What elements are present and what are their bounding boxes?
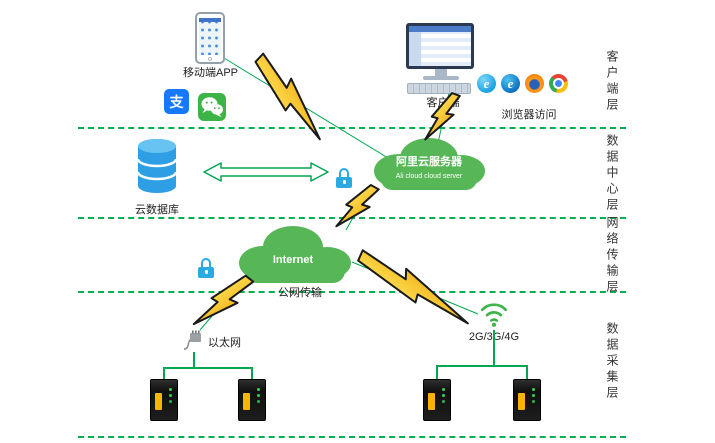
ali-cloud-server: 阿里云服务器 Ali cloud cloud server: [365, 133, 493, 200]
tree-line: [163, 367, 253, 369]
keyboard-icon: [407, 83, 471, 94]
desktop-computer-icon: [406, 23, 476, 95]
monitor-base: [423, 76, 459, 80]
internet-cloud: Internet: [231, 221, 359, 292]
device-icon: [423, 379, 451, 421]
smartphone-icon: [195, 12, 225, 64]
lock-icon-network: [198, 258, 214, 278]
browser-icons: e e: [477, 74, 568, 93]
lock-shackle: [201, 258, 211, 269]
lock-shackle: [339, 168, 349, 179]
lightning-bolt-cellular: [349, 247, 481, 328]
monitor-stand: [435, 69, 447, 76]
layer-label-datacenter: 数据中心层: [605, 134, 619, 214]
ali-cloud-subtitle: Ali cloud cloud server: [396, 173, 463, 180]
cloud-db-label: 云数据库: [135, 204, 179, 216]
device-icon: [513, 379, 541, 421]
monitor: [406, 23, 474, 69]
tree-line: [493, 330, 495, 365]
chrome-hub: [553, 78, 564, 89]
cloud-database-icon: [134, 136, 180, 201]
sync-double-arrow: [202, 161, 330, 188]
monitor-screen: [409, 26, 471, 66]
internet-title: Internet: [273, 254, 314, 266]
ie-glyph: e: [483, 76, 490, 91]
lightning-bolt-mobile: [243, 51, 340, 144]
device-icon: [150, 379, 178, 421]
firefox-browser-icon: [525, 74, 544, 93]
ie-browser-icon: e: [477, 74, 496, 93]
public-net-label: 公网传输: [278, 287, 322, 299]
ethernet-label: 以太网: [208, 337, 241, 349]
lightning-bolt-ethernet: [190, 266, 255, 340]
phone-home-button: [208, 57, 212, 61]
lock-keyhole: [204, 270, 208, 274]
chrome-browser-icon: [549, 74, 568, 93]
mobile-app-label: 移动端APP: [182, 67, 238, 79]
tree-line: [526, 365, 528, 379]
tree-line: [163, 367, 165, 379]
device-icon: [238, 379, 266, 421]
wifi-signal-icon: [478, 297, 510, 334]
layer-separator-4: [78, 436, 626, 438]
browser-access-label: 浏览器访问: [501, 109, 557, 121]
phone-screen: [199, 18, 221, 55]
lightning-bolt-client: [422, 88, 461, 147]
lightning-bolt-cloud-internet: [333, 178, 381, 238]
edge-browser-icon: e: [501, 74, 520, 93]
alipay-icon: 支: [164, 89, 189, 114]
lock-icon-datacenter: [336, 168, 352, 188]
tree-line: [251, 367, 253, 379]
ali-cloud-title: 阿里云服务器: [396, 154, 463, 168]
layer-separator-1: [78, 127, 626, 129]
wechat-icon: [198, 93, 226, 121]
layer-label-client: 客户端层: [605, 50, 619, 114]
lock-keyhole: [342, 180, 346, 184]
ethernet-plug-icon: [181, 328, 205, 357]
tree-line: [436, 365, 438, 379]
layer-label-collection: 数据采集层: [605, 322, 619, 402]
edge-glyph: e: [507, 76, 514, 91]
tree-line: [436, 365, 528, 367]
alipay-glyph: 支: [169, 93, 184, 110]
tree-line: [193, 352, 195, 367]
layer-label-network: 网络传输层: [605, 216, 619, 296]
